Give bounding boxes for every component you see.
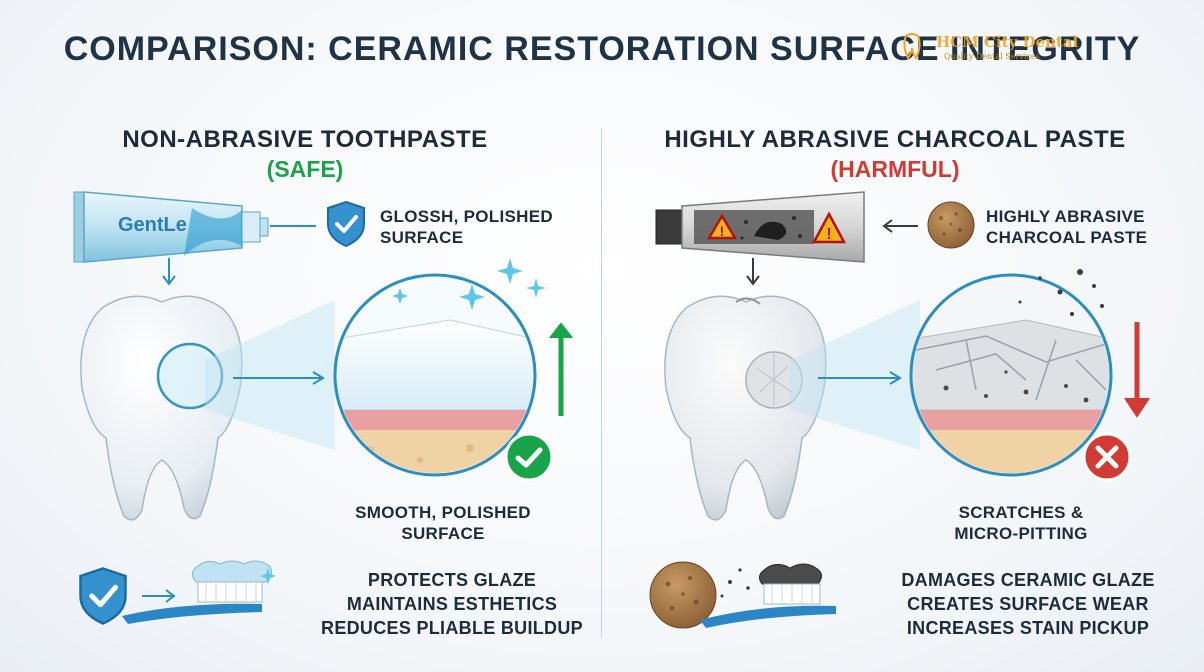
down-arrow-icon	[162, 258, 176, 286]
right-heading: HIGHLY ABRASIVE CHARCOAL PASTE	[664, 126, 1126, 153]
charcoal-toothbrush-icon	[700, 563, 836, 628]
damaged-tooth-icon	[664, 295, 827, 521]
abrasive-particle-large-icon	[649, 561, 717, 629]
magnify-beam	[205, 300, 335, 450]
damaged-surface-zoom	[909, 273, 1113, 477]
shield-check-small-icon	[79, 567, 127, 625]
watermark-name: HCM City Dental	[936, 33, 1079, 51]
benefit-item: REDUCES PLIABLE BUILDUP	[321, 618, 583, 638]
hcm-dental-logo-icon	[903, 33, 921, 60]
center-divider	[601, 128, 602, 638]
left-result-label: SMOOTH, POLISHED SURFACE	[355, 503, 531, 543]
improvement-up-arrow-icon	[549, 322, 573, 416]
left-status: (SAFE)	[266, 156, 344, 182]
charcoal-toothpaste-tube-icon: ! !	[655, 191, 865, 263]
right-feature-label: HIGHLY ABRASIVE CHARCOAL PASTE	[986, 207, 1148, 247]
left-benefits-list: PROTECTS GLAZE MAINTAINS ESTHETICS REDUC…	[312, 568, 592, 640]
effect-item: INCREASES STAIN PICKUP	[906, 618, 1150, 638]
down-arrow-dark-icon	[746, 258, 760, 286]
benefit-item: MAINTAINS ESTHETICS	[346, 594, 558, 614]
effect-item: DAMAGES CERAMIC GLAZE	[901, 570, 1155, 590]
sparkle-icon	[392, 258, 546, 310]
left-heading: NON-ABRASIVE TOOTHPASTE	[122, 126, 488, 153]
right-status: (HARMFUL)	[830, 156, 960, 182]
right-result-label: SCRATCHES & MICRO-PITTING	[954, 503, 1088, 543]
watermark-tagline: Quality Dental Services	[944, 52, 1040, 61]
left-feature-label: GLOSSH, POLISHED SURFACE	[380, 207, 553, 247]
connector-line	[270, 225, 316, 227]
gentle-toothpaste-tube-icon	[73, 191, 269, 263]
decline-down-arrow-icon	[1124, 322, 1150, 418]
debris-particles-icon	[1018, 269, 1104, 316]
shield-check-icon	[327, 200, 365, 248]
x-badge-icon	[1082, 432, 1132, 482]
check-badge-icon	[504, 432, 554, 482]
healthy-tooth-icon	[80, 295, 243, 521]
magnify-beam-right	[790, 300, 920, 450]
tube-brand-label: GentLe	[118, 214, 187, 236]
svg-text:!: !	[720, 223, 725, 239]
toothbrush-icon	[122, 560, 276, 624]
page-title: COMPARISON: CERAMIC RESTORATION SURFACE …	[63, 30, 1141, 68]
svg-text:!: !	[826, 226, 831, 243]
benefit-item: PROTECTS GLAZE	[367, 570, 537, 590]
effect-item: CREATES SURFACE WEAR	[907, 594, 1149, 614]
left-arrow-icon	[882, 219, 918, 233]
smooth-surface-zoom	[333, 273, 537, 477]
abrasive-particle-icon	[927, 201, 975, 249]
right-effects-list: DAMAGES CERAMIC GLAZE CREATES SURFACE WE…	[880, 568, 1176, 640]
right-arrow-icon	[142, 589, 176, 603]
